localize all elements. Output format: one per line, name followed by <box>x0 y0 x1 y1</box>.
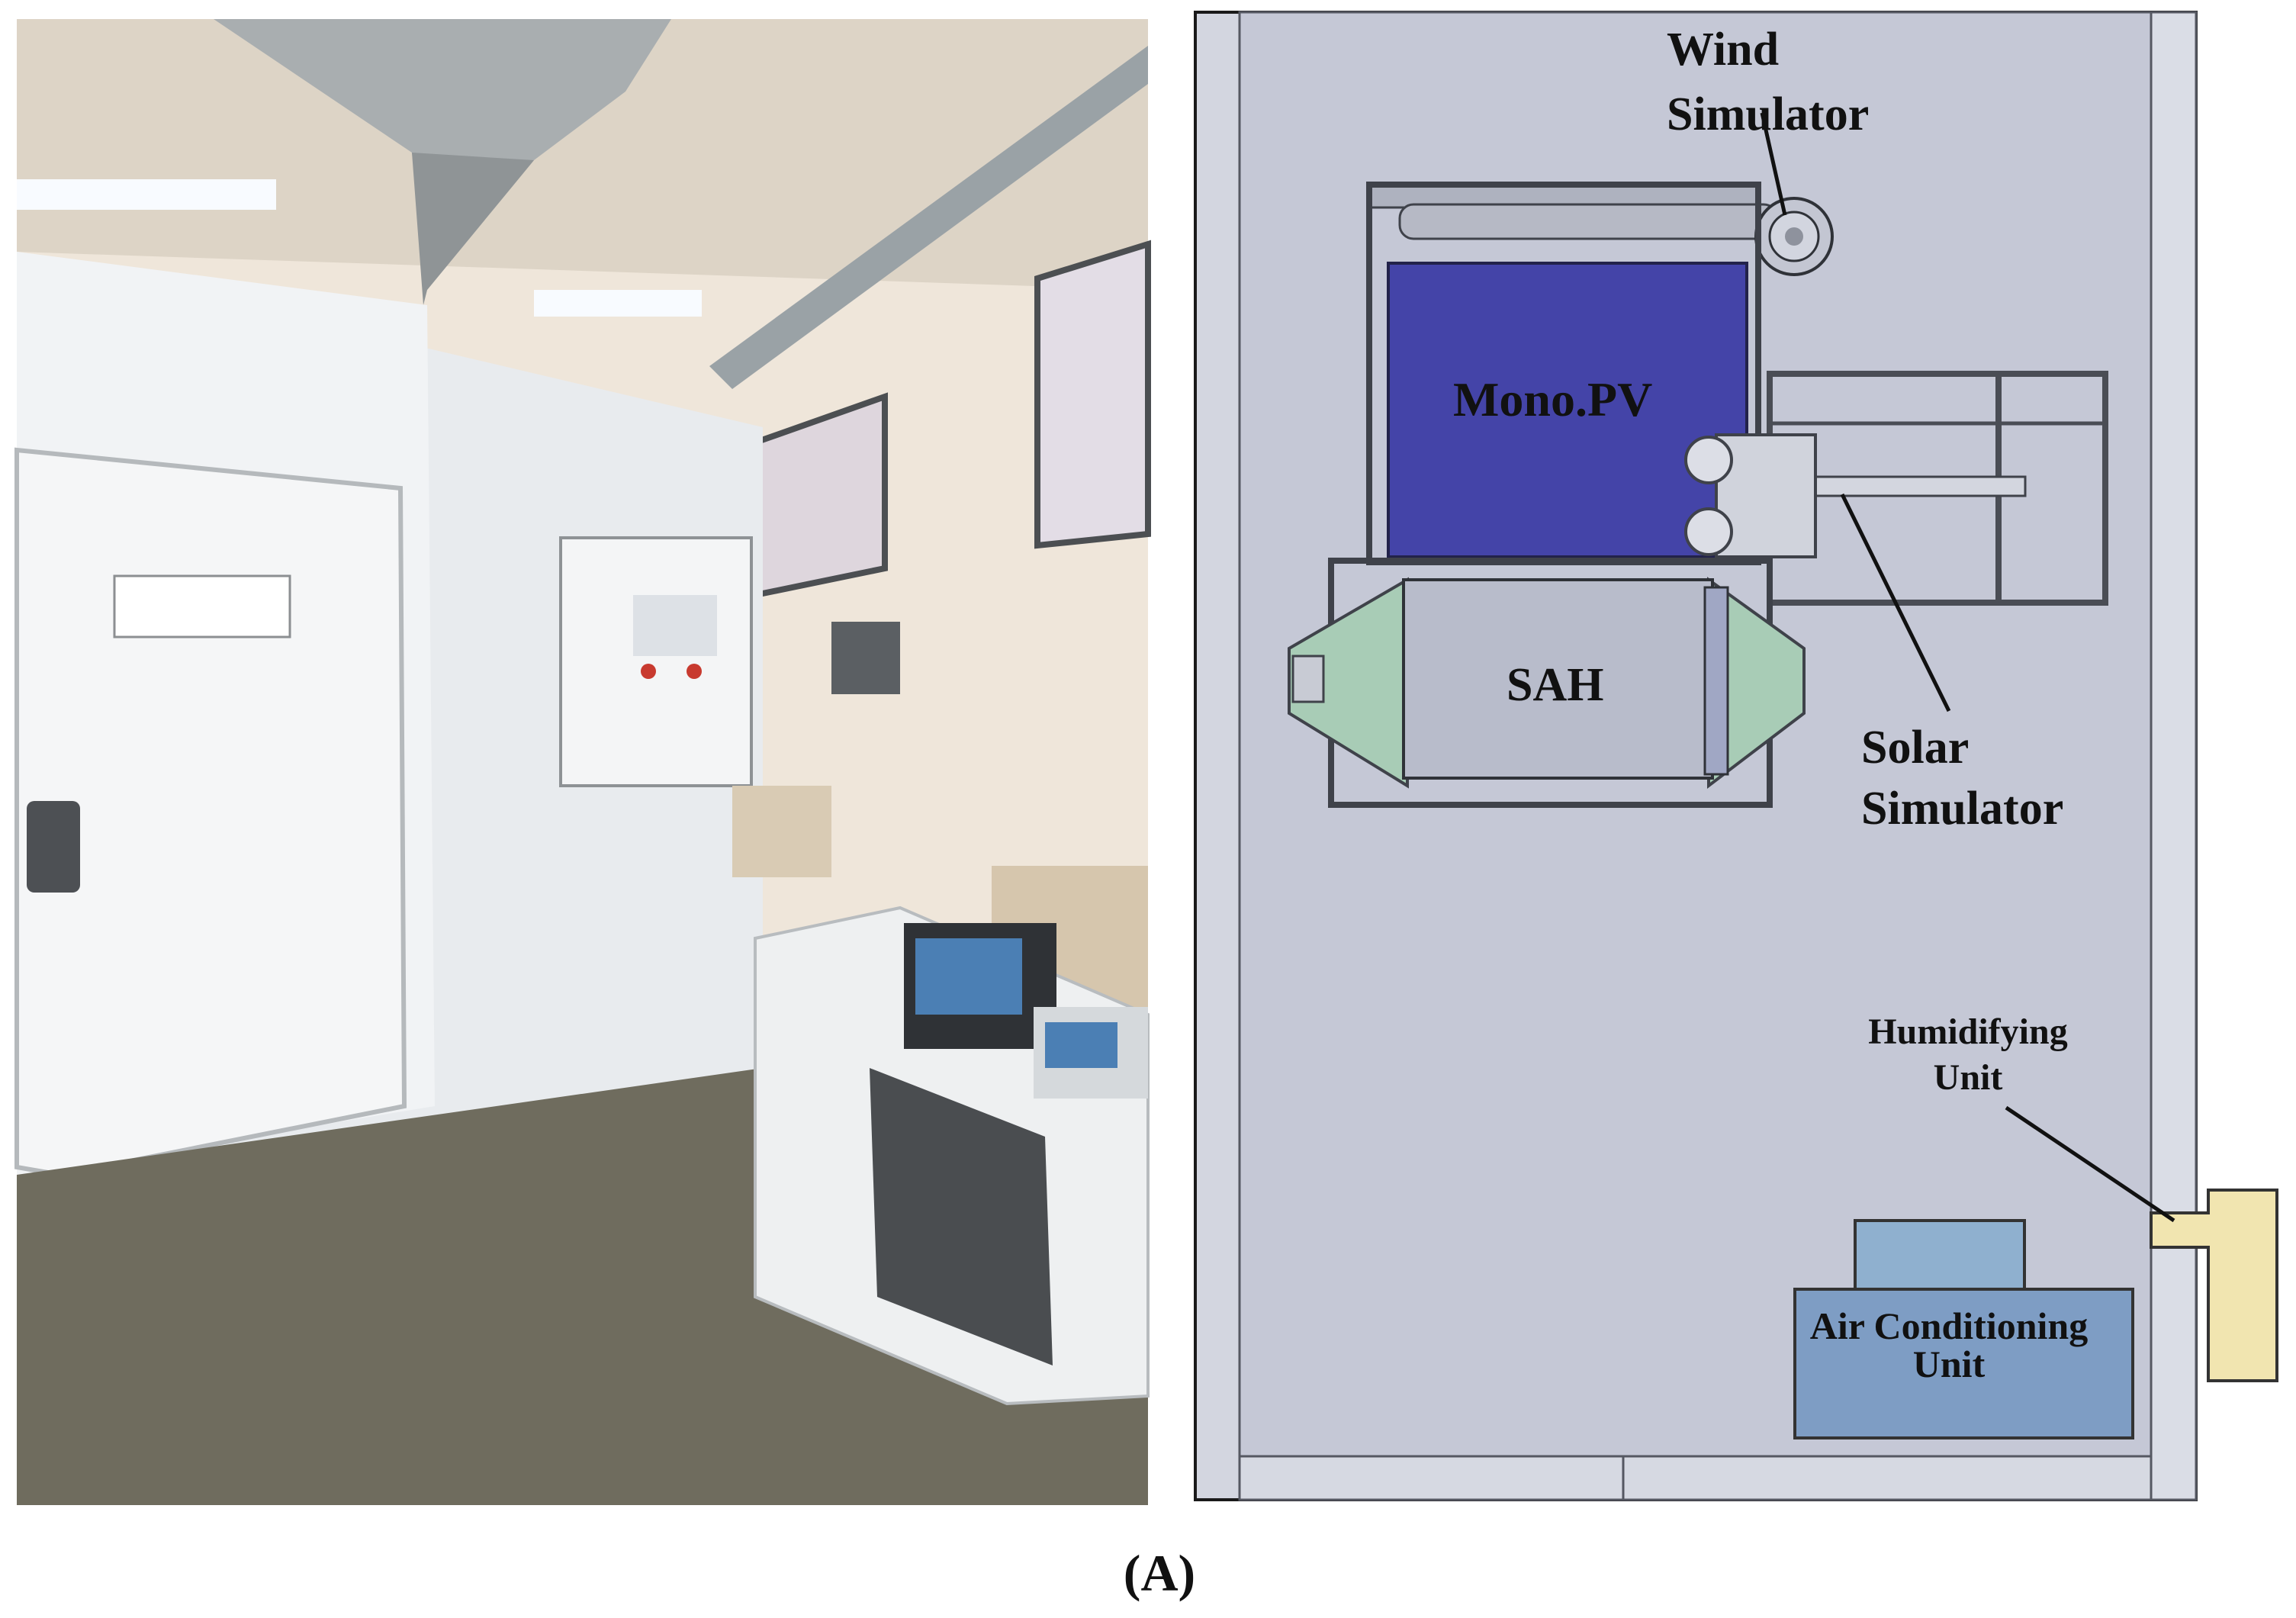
solar-label-line1: Solar <box>1861 722 1969 774</box>
ac-label-line1: Air Conditioning <box>1810 1304 2088 1347</box>
figure-caption: (A) <box>1124 1544 1195 1602</box>
humidifying-unit <box>2150 1189 2278 1382</box>
lamp-icon <box>1684 436 1733 556</box>
humidifying-label-line1: Humidifying <box>1868 1012 2067 1052</box>
fan-icon <box>1754 197 1834 276</box>
solar-simulator <box>1684 371 2108 606</box>
sah-collector <box>1288 558 1806 808</box>
humid-leader-line <box>2005 1105 2175 1223</box>
solar-label-line2: Simulator <box>1861 783 2063 835</box>
wind-label-line2: Simulator <box>1667 88 1869 140</box>
sah-label: SAH <box>1507 659 1603 711</box>
mono-pv-label: Mono.PV <box>1453 372 1652 426</box>
chamber-diagram: Wind Simulator Mono.PV SAH Solar Simulat… <box>1194 11 2278 1501</box>
wind-leader-line <box>1760 112 1787 216</box>
wind-label-line1: Wind <box>1667 24 1779 76</box>
mono-pv-panel <box>1387 262 1748 558</box>
humidifying-label-line2: Unit <box>1934 1057 2003 1098</box>
solar-leader-line <box>1840 493 1951 712</box>
chamber-photo <box>14 19 1151 1505</box>
ac-label-line2: Unit <box>1913 1343 1986 1385</box>
air-conditioning-unit <box>1793 1219 2134 1439</box>
